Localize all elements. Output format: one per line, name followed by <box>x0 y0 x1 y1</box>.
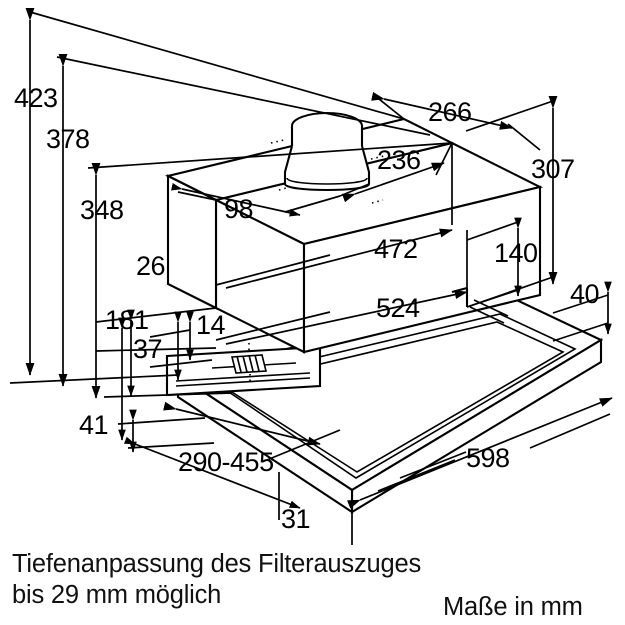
dimline-472 <box>225 228 453 289</box>
note-line-2: bis 29 mm möglich <box>12 581 221 609</box>
ext-40-top <box>552 294 609 314</box>
dimline-98 <box>171 183 301 217</box>
caption-block: Tiefenanpassung des Filterauszuges bis 2… <box>12 550 583 621</box>
ext-37-upper <box>149 329 191 338</box>
collar-base-ring <box>283 172 371 192</box>
dimline-236 <box>341 162 445 203</box>
dimension-labels: 423 378 348 26 181 37 14 41 290-455 31 5… <box>14 83 600 534</box>
housing-right-face <box>302 185 542 354</box>
ext-524-leader <box>215 311 331 341</box>
units-note: Maße in mm <box>443 593 583 621</box>
ext-378-top <box>56 56 431 136</box>
dimension-label-598: 598 <box>466 443 510 473</box>
dimension-label-41: 41 <box>79 410 108 440</box>
dimline-598 <box>347 397 613 509</box>
slider-switch-detail <box>230 343 268 384</box>
handle-groove-1 <box>175 372 311 382</box>
dimline-31 <box>123 436 301 509</box>
ext-26-lower <box>95 347 217 352</box>
ext-140-top <box>466 221 519 241</box>
dimension-label-236: 236 <box>377 145 421 175</box>
dimension-label-31: 31 <box>281 504 310 534</box>
ext-140-bottom <box>466 289 519 308</box>
slider-tooth-4 <box>254 354 260 372</box>
dimension-label-348: 348 <box>80 195 124 225</box>
slider-tooth-1 <box>236 355 242 373</box>
dimension-label-14: 14 <box>196 310 226 340</box>
dimension-label-140: 140 <box>494 238 538 268</box>
rail-line-2 <box>469 306 505 324</box>
note-line-1: Tiefenanpassung des Filterauszuges <box>12 550 421 578</box>
ext-40-bottom <box>552 322 609 342</box>
ext-348-top <box>87 142 453 169</box>
dimension-label-307: 307 <box>531 154 575 184</box>
ext-423-top <box>29 11 405 120</box>
dimension-lines <box>25 7 613 509</box>
dimension-label-290-455: 290-455 <box>178 447 274 477</box>
ref-mark-left <box>270 139 285 144</box>
dimension-label-26: 26 <box>136 251 165 281</box>
dimension-label-472: 472 <box>374 234 418 264</box>
slider-tooth-3 <box>248 354 254 372</box>
ext-472-leader <box>215 254 331 286</box>
tray-inner-recess <box>212 313 577 479</box>
dimension-label-266: 266 <box>428 97 472 127</box>
dimline-266 <box>371 91 513 130</box>
dimline-524 <box>225 290 468 345</box>
ext-26-upper <box>95 307 217 323</box>
ext-266-right <box>507 123 541 151</box>
ref-mark-right <box>370 155 385 160</box>
handle-groove-2 <box>175 377 311 387</box>
dimension-label-423: 423 <box>14 83 58 113</box>
slider-tooth-2 <box>242 355 248 373</box>
dimension-label-181: 181 <box>105 305 149 335</box>
dimension-label-524: 524 <box>376 293 420 323</box>
dimension-label-37: 37 <box>133 334 162 364</box>
dimension-label-98: 98 <box>224 194 253 224</box>
dimension-label-378: 378 <box>46 124 90 154</box>
dimension-label-40: 40 <box>570 279 599 309</box>
